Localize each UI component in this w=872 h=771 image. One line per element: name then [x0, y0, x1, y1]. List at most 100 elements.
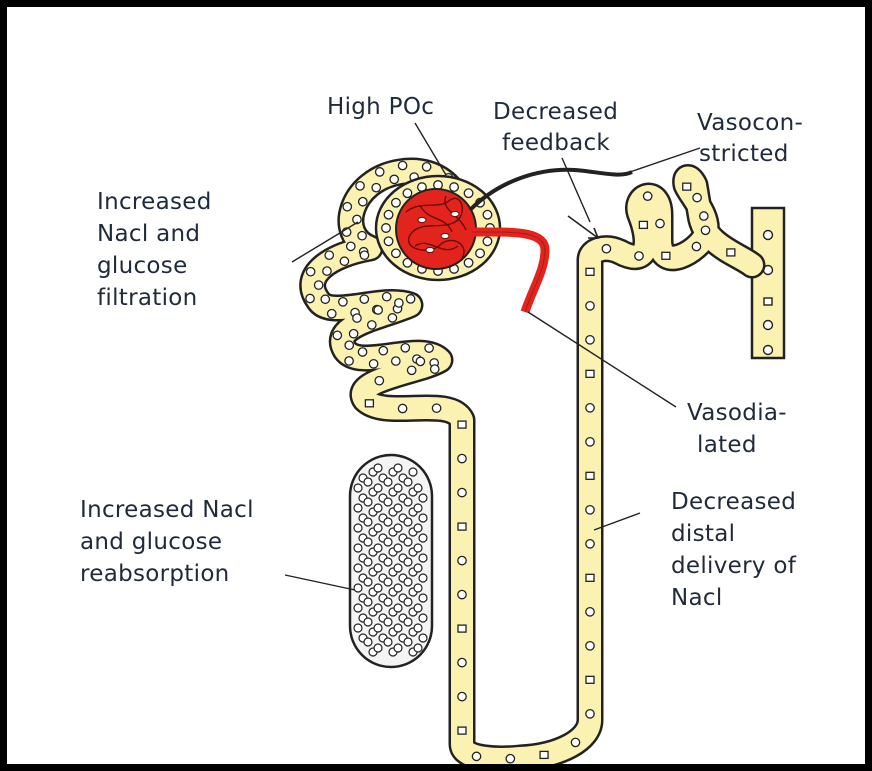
tubule-cell: [692, 242, 700, 250]
tubule-cell: [701, 226, 709, 234]
tubule-cell: [306, 268, 314, 276]
label-distal-line4: Nacl: [671, 583, 723, 613]
tubule-cell: [422, 163, 430, 171]
tubule-cell: [328, 309, 336, 317]
tubule-cell: [643, 192, 651, 200]
tubule-cell: [458, 625, 466, 632]
tubule-cell: [359, 198, 367, 206]
section-cell: [414, 584, 422, 592]
section-cell: [394, 544, 402, 552]
section-cell: [374, 604, 382, 612]
section-cell: [404, 518, 412, 526]
tubule-cell: [353, 314, 361, 322]
tubule-cell: [375, 376, 383, 384]
tubule-cell: [345, 357, 353, 365]
section-cell: [404, 598, 412, 606]
label-high-poc: High POc: [327, 92, 434, 122]
capsule-cell: [464, 258, 473, 267]
label-reabsorption-line1: Increased Nacl: [80, 495, 254, 525]
tubule-cell: [340, 257, 348, 265]
capsule-cell: [392, 198, 401, 207]
section-cell: [354, 504, 362, 512]
tubule-cell: [407, 366, 415, 374]
section-cell: [364, 478, 372, 486]
capsule-cell: [384, 237, 393, 246]
tubule-cell: [379, 347, 387, 355]
label-distal-line2: distal: [671, 519, 735, 549]
section-cell: [374, 524, 382, 532]
section-cell: [354, 624, 362, 632]
capsule-cell: [450, 183, 459, 192]
section-cell: [394, 624, 402, 632]
tubule-cell: [349, 330, 357, 338]
tubule-cell: [425, 344, 433, 352]
label-vasodialated-line1: Vasodia-: [687, 398, 787, 428]
section-cell: [384, 538, 392, 546]
section-cell: [384, 618, 392, 626]
section-cell: [419, 534, 427, 542]
section-cell: [374, 504, 382, 512]
section-cell: [419, 554, 427, 562]
label-filtration-line2: Nacl and: [97, 219, 200, 249]
tubule-cell: [458, 454, 466, 462]
section-cell: [404, 618, 412, 626]
capsule-cell: [483, 237, 492, 246]
section-cell: [354, 544, 362, 552]
section-cell: [354, 604, 362, 612]
section-cell: [414, 644, 422, 652]
tubule-cell: [458, 523, 466, 530]
section-cell: [384, 638, 392, 646]
tubule-cell: [406, 295, 414, 303]
tubule-cell: [358, 231, 366, 239]
tubule-cell: [325, 251, 333, 259]
tubule-cell: [458, 488, 466, 496]
section-cell: [404, 558, 412, 566]
capsule-cell: [382, 224, 391, 233]
label-vasodialated-line2: lated: [697, 430, 757, 460]
tubule-cell: [395, 299, 403, 307]
tubule-cell: [586, 302, 594, 310]
section-cell: [394, 504, 402, 512]
leader-feedback: [562, 158, 590, 222]
section-cell: [394, 484, 402, 492]
tubule-cell: [392, 357, 400, 365]
section-cell: [384, 478, 392, 486]
section-cell: [384, 498, 392, 506]
tubule-cell: [458, 556, 466, 564]
tubule-cell: [376, 168, 384, 176]
tubule-cell: [458, 692, 466, 700]
section-cell: [419, 594, 427, 602]
section-cell: [409, 468, 417, 476]
capsule-cell: [483, 210, 492, 219]
label-reabsorption-line2: and glucose: [80, 527, 222, 557]
capsule-cell: [403, 189, 412, 198]
tubule-cell: [306, 294, 314, 302]
tubule-cell: [365, 400, 373, 407]
label-filtration-line3: glucose: [97, 251, 188, 281]
tubule-cell: [416, 357, 424, 365]
tubule-cell: [635, 252, 643, 260]
tubule-cell: [458, 727, 466, 734]
section-cell: [414, 564, 422, 572]
section-cell: [364, 598, 372, 606]
tubule-cell: [398, 161, 406, 169]
section-cell: [414, 524, 422, 532]
tubule-cell: [586, 268, 594, 275]
section-cell: [404, 578, 412, 586]
section-cell: [364, 518, 372, 526]
label-filtration-line1: Increased: [97, 187, 212, 217]
section-cell: [364, 538, 372, 546]
label-distal-line1: Decreased: [671, 487, 796, 517]
section-cell: [414, 484, 422, 492]
section-cell: [384, 558, 392, 566]
section-cell: [354, 584, 362, 592]
tubule-cell: [586, 574, 594, 581]
section-cell: [374, 464, 382, 472]
section-cell: [394, 604, 402, 612]
tubule-cell: [383, 292, 391, 300]
tubule-cell: [333, 331, 341, 339]
tubule-cell: [458, 421, 466, 428]
tubule-cell: [372, 183, 380, 191]
tubule-cell: [683, 183, 691, 190]
tubule-cell: [727, 249, 735, 256]
